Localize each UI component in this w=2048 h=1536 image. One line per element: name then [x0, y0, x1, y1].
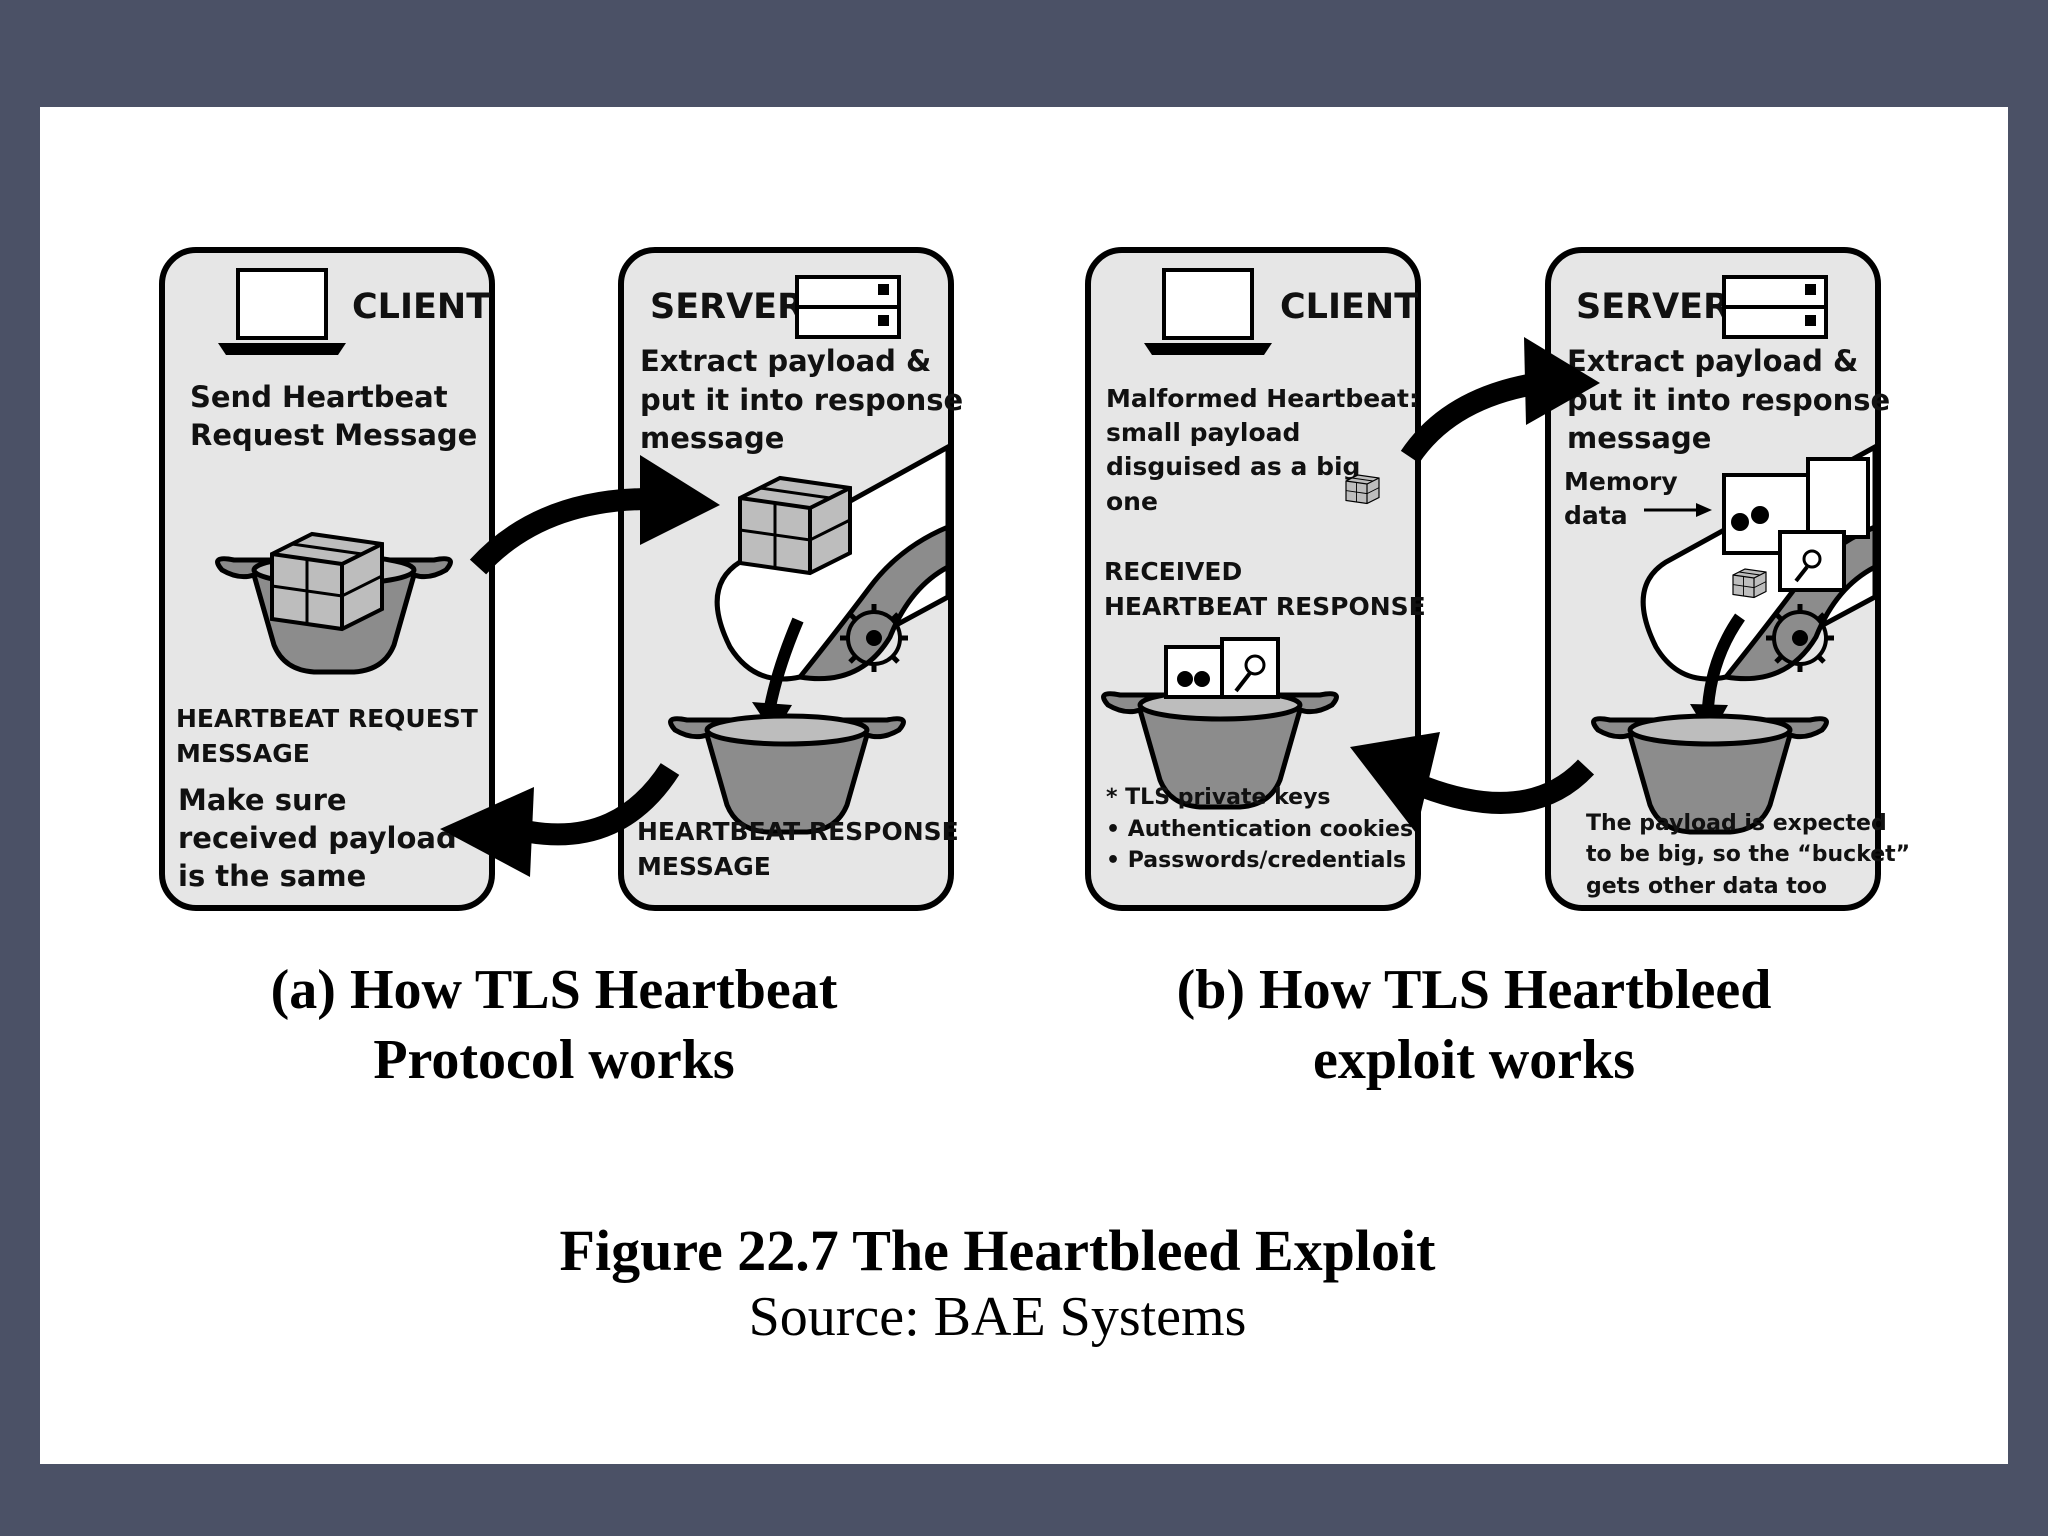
small-payload-cube-icon — [1732, 568, 1767, 599]
client-title: CLIENT — [352, 287, 490, 327]
laptop-icon — [218, 268, 346, 355]
server-title: SERVER — [650, 287, 804, 327]
caption-b: (b) How TLS Heartbleed exploit works — [1120, 955, 1828, 1095]
memory-pointer-head — [1696, 503, 1712, 517]
memory-data-boxes — [1722, 457, 1870, 592]
client-check-text: Make sure received payload is the same — [178, 783, 467, 893]
malformed-heartbeat-text: Malformed Heartbeat: small payload disgu… — [1106, 384, 1428, 516]
request-arrow — [469, 455, 720, 575]
figure-title: Figure 22.7 The Heartbleed Exploit — [559, 1218, 1436, 1283]
heartbeat-response-label: HEARTBEAT RESPONSE MESSAGE — [637, 817, 967, 881]
slide: CLIENT Send Heartbeat Request Message HE… — [40, 107, 2008, 1464]
client-send-text: Send Heartbeat Request Message — [190, 380, 477, 452]
server-payload-cube-icon — [738, 476, 852, 575]
figure-source: Source: BAE Systems — [748, 1286, 1247, 1348]
client-title: CLIENT — [1280, 287, 1418, 327]
small-payload-cube-icon — [1345, 474, 1380, 505]
laptop-icon — [1144, 268, 1272, 355]
caption-a-line-2: Protocol works — [373, 1029, 735, 1091]
server-rack-icon — [1722, 275, 1828, 339]
caption-b-line-1: (b) How TLS Heartbleed — [1176, 959, 1772, 1021]
caption-a: (a) How TLS Heartbeat Protocol works — [200, 955, 908, 1095]
server-rack-icon — [795, 275, 901, 339]
malformed-request-arrow — [1400, 337, 1600, 464]
memory-data-label: Memory data — [1564, 467, 1686, 530]
leaked-response-arrow — [1350, 732, 1595, 833]
heartbleed-diagram: CLIENT Send Heartbeat Request Message HE… — [159, 247, 1918, 911]
bucket-expected-note: The payload is expected to be big, so th… — [1586, 811, 1918, 899]
leaked-data-list: * TLS private keys • Authentication cook… — [1106, 785, 1421, 873]
caption-a-line-1: (a) How TLS Heartbeat — [270, 959, 838, 1021]
server-title: SERVER — [1576, 287, 1730, 327]
server-extract-text: Extract payload & put it into response m… — [640, 344, 973, 455]
payload-cube-icon — [270, 532, 384, 631]
server-extract-text: Extract payload & put it into response m… — [1567, 344, 1900, 455]
drop-arrow — [764, 617, 804, 709]
caption-b-line-2: exploit works — [1313, 1029, 1635, 1091]
received-response-label: RECEIVED HEARTBEAT RESPONSE — [1104, 557, 1426, 621]
heartbeat-request-label: HEARTBEAT REQUEST MESSAGE — [176, 704, 487, 768]
leaked-data-cubes — [1164, 637, 1280, 699]
drop-arrow — [1702, 613, 1745, 708]
response-arrow — [440, 762, 680, 877]
